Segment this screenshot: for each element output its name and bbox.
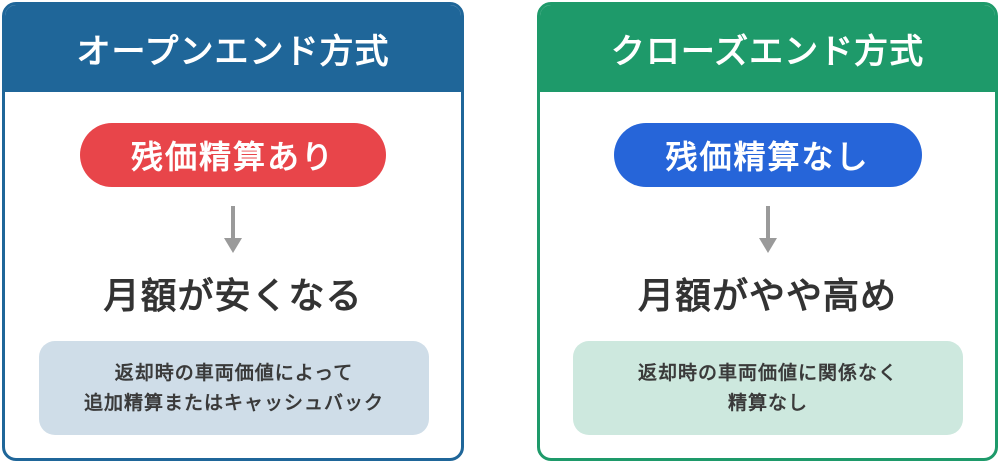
note-line: 追加精算またはキャッシュバック [83,392,384,414]
down-arrow-icon [224,206,242,253]
note-line: 精算なし [727,392,808,414]
closed-end-title: クローズエンド方式 [540,5,995,92]
open-end-title: オープンエンド方式 [5,5,461,92]
closed-end-result: 月額がやや高め [637,276,897,317]
open-end-card: オープンエンド方式 残価精算あり 月額が安くなる 返却時の車両価値によって 追加… [2,2,464,461]
note-line: 返却時の車両価値によって [114,362,354,384]
open-end-note: 返却時の車両価値によって 追加精算またはキャッシュバック [39,341,429,435]
closed-end-note: 返却時の車両価値に関係なく 精算なし [573,341,963,435]
note-line: 返却時の車両価値に関係なく [637,362,898,384]
residual-settlement-yes-badge: 残価精算あり [80,123,386,187]
closed-end-card: クローズエンド方式 残価精算なし 月額がやや高め 返却時の車両価値に関係なく 精… [537,2,998,461]
down-arrow-icon [758,206,777,253]
open-end-result: 月額が安くなる [103,276,363,317]
residual-settlement-no-badge: 残価精算なし [613,123,922,187]
